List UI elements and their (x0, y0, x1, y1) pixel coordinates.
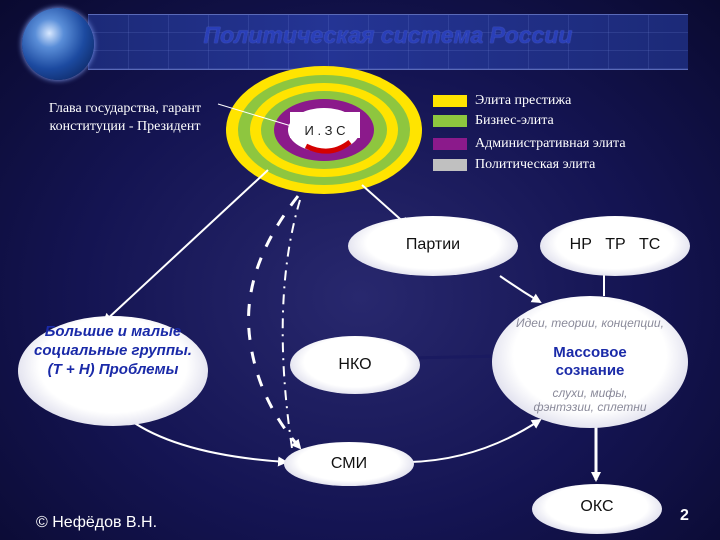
social-groups-label: Большие и малые социальные группы. (Т + … (34, 323, 192, 378)
globe-icon (22, 8, 94, 80)
legend-item-prestige: Элита престижа (433, 92, 703, 112)
nko-node: НКО (290, 336, 420, 394)
legend-swatch (433, 159, 467, 171)
arrow-rings-to-groups (102, 169, 269, 324)
oks-label: ОКС (580, 498, 614, 515)
president-pointer (217, 103, 299, 129)
parties-label: Партии (405, 236, 461, 253)
branches-label: НР ТР ТС (569, 236, 661, 253)
parties-node: Партии (348, 216, 518, 276)
center-arc (304, 139, 352, 154)
oks-node: ОКС (532, 484, 662, 534)
center-label: И . З С (304, 123, 345, 138)
page-number: 2 (680, 507, 689, 524)
mass-consciousness-node: Идеи, теории, концепции, Массовое сознан… (492, 296, 688, 428)
mass-ideas-label: Идеи, теории, концепции, (516, 316, 664, 330)
legend-label: Бизнес-элита (475, 113, 554, 128)
legend-swatch (433, 138, 467, 150)
president-label: Глава государства, гарант конституции - … (48, 101, 202, 134)
legend-swatch (433, 115, 467, 127)
title-banner (88, 14, 688, 70)
nko-label: НКО (338, 356, 372, 373)
legend-label: Политическая элита (475, 157, 596, 172)
branches-node: НР ТР ТС (540, 216, 690, 276)
media-label: СМИ (330, 455, 368, 472)
line-dashdot-to-media (281, 199, 301, 449)
legend-item-business: Бизнес-элита (433, 112, 703, 132)
media-node: СМИ (284, 442, 414, 486)
legend-item-administrative: Административная элита (433, 135, 703, 155)
copyright-text: © Нефёдов В.Н. (36, 514, 158, 531)
mass-consciousness-label: Массовое сознание (553, 344, 627, 379)
arrow-groups-to-media (129, 419, 288, 467)
arrow-parties-to-mass (499, 275, 542, 304)
legend-item-political: Политическая элита (433, 156, 703, 176)
arrow-nko-to-mass (409, 351, 504, 362)
legend-label: Административная элита (475, 136, 626, 151)
social-groups-node: Большие и малые социальные группы. (Т + … (18, 316, 208, 426)
center-box (290, 112, 360, 138)
slide-title: Политическая система России (203, 22, 573, 48)
arrow-dashed-to-media (247, 195, 302, 450)
legend-label: Элита престижа (475, 93, 572, 108)
arrow-media-to-mass (409, 418, 542, 463)
legend-swatch (433, 95, 467, 107)
mass-rumors-label: слухи, мифы, фэнтэзии, сплетни (533, 386, 647, 414)
